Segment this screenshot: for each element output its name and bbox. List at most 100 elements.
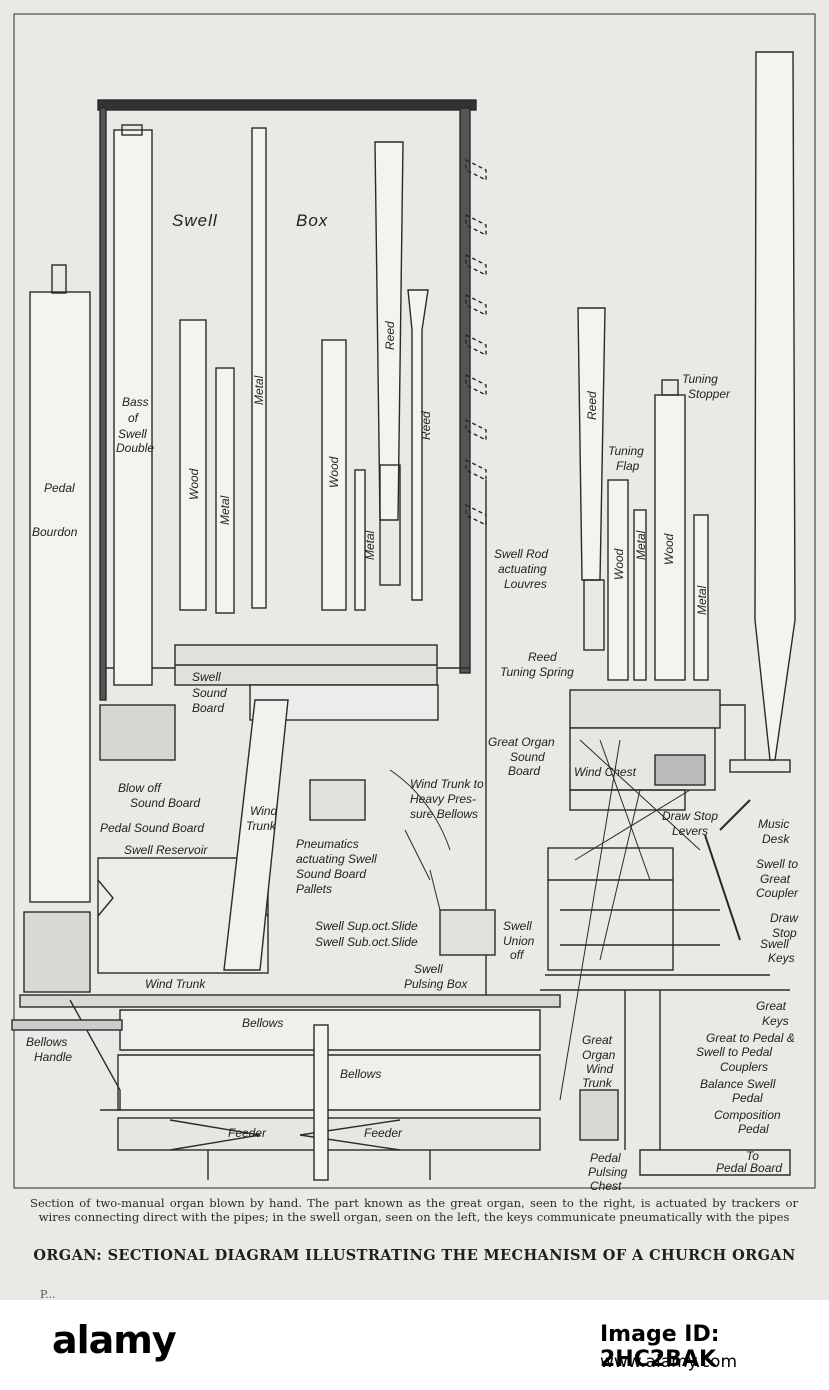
pipe-swell-reed-2 <box>407 289 429 601</box>
label-tuning-stopper-1: Tuning <box>682 372 718 386</box>
pipe-great-wood-2 <box>654 394 686 681</box>
label-bellows-handle-2: Handle <box>34 1050 72 1064</box>
label-wind-chest: Wind Chest <box>574 765 637 779</box>
label-swell-pulsing-2: Pulsing Box <box>404 977 468 991</box>
label-pneumatics-2: actuating Swell <box>296 852 377 866</box>
label-swell-sup-oct: Swell Sup.oct.Slide <box>315 919 418 933</box>
label-composition-1: Composition <box>714 1108 781 1122</box>
label-music-desk-1: Music <box>758 817 789 831</box>
louvres <box>465 158 487 527</box>
pipe-swell-metal-2 <box>251 127 267 609</box>
label-swell-union-2: Union <box>503 934 535 948</box>
label-great-organ-wt-1: Great <box>582 1033 613 1047</box>
pipe-great-tall <box>754 51 796 761</box>
trackers <box>559 739 701 1101</box>
pipe-swell-metal-3 <box>354 469 366 611</box>
label-draw-stop-levers-2: Levers <box>672 824 708 838</box>
label-pneumatics-3: Sound Board <box>296 867 366 881</box>
swell-box-left-wall <box>99 107 107 701</box>
label-balance-swell-2: Pedal <box>732 1091 763 1105</box>
pipe-swell-reed-1 <box>374 141 404 521</box>
label-swell-wood-2: Wood <box>327 456 341 488</box>
label-blow-off-2: Sound Board <box>130 796 200 810</box>
pipe-great-wood-1 <box>607 479 629 681</box>
label-tuning-flap-2: Flap <box>616 459 640 473</box>
label-pedal-pulsing-1: Pedal <box>590 1151 621 1165</box>
label-bellows-upper: Bellows <box>242 1016 283 1030</box>
pedal-bourdon-box <box>23 911 91 993</box>
pneumatic-tubes <box>389 769 451 911</box>
label-swell-keys-2: Keys <box>768 951 795 965</box>
pipe-swell-wood-1 <box>179 319 207 611</box>
figure-frame <box>13 13 816 1189</box>
label-swell-sub-oct: Swell Sub.oct.Slide <box>315 935 418 949</box>
label-feeder-1: Feeder <box>228 1126 267 1140</box>
figure-caption: Section of two-manual organ blown by han… <box>30 1196 798 1224</box>
pipe-pedal-bourdon <box>29 291 91 903</box>
console-frame <box>547 847 674 971</box>
label-great-reed: Reed <box>585 391 599 420</box>
swell-box-top <box>97 99 477 111</box>
label-great-metal-2: Metal <box>695 585 709 615</box>
label-wind-trunk-b: Wind Trunk <box>145 977 206 991</box>
label-swell-double-2: Double <box>116 441 154 455</box>
label-of: of <box>128 411 140 425</box>
label-great-to-pedal-1: Great to Pedal & <box>706 1031 795 1045</box>
label-swell-double-1: Swell <box>118 427 147 441</box>
pipe-bass-of-swell-double <box>113 129 153 686</box>
wind-trunk-diagonal <box>223 699 289 971</box>
label-wind-trunk-a-1: Wind <box>250 804 278 818</box>
label-swell-metal-3: Metal <box>363 530 377 560</box>
label-great-to-pedal-2: Swell to Pedal <box>696 1045 772 1059</box>
organ-section-diagram: Swell Box Pedal Bourdon Bass of Swell Do… <box>11 13 816 1193</box>
bellows <box>119 1009 541 1051</box>
swell-box-right-wall <box>459 107 471 674</box>
label-swell-union-1: Swell <box>503 919 532 933</box>
label-great-sound-board-2: Sound <box>510 750 545 764</box>
label-reed-tuning-spring-1: Reed <box>528 650 557 664</box>
bellows-lower <box>117 1054 541 1111</box>
label-to-pedal-board-1: To <box>746 1149 759 1163</box>
page-foot-text: P... <box>40 1288 56 1301</box>
label-swell-to-great-3: Coupler <box>756 886 799 900</box>
pipe-great-reed <box>577 307 606 581</box>
label-swell-wood-1: Wood <box>187 468 201 500</box>
label-great-sound-board-1: Great Organ <box>488 735 555 749</box>
label-pedal: Pedal <box>44 481 75 495</box>
great-organ-sound-board <box>569 689 721 729</box>
pedal-board <box>639 1149 791 1176</box>
label-great-organ-wt-2: Organ <box>582 1048 616 1062</box>
label-swell-sound-board-2: Sound <box>192 686 227 700</box>
label-swell-union-3: off <box>510 948 525 962</box>
pipe-great-metal-2 <box>693 514 709 681</box>
label-wind-trunk-heavy-2: Heavy Pres- <box>410 792 476 806</box>
label-swell-reservoir: Swell Reservoir <box>124 843 208 857</box>
label-composition-2: Pedal <box>738 1122 769 1136</box>
label-wind-trunk-a-2: Trunk <box>246 819 277 833</box>
swell-pulsing-box <box>439 909 496 956</box>
label-feeder-2: Feeder <box>364 1126 403 1140</box>
label-draw-stop-1: Draw <box>770 911 799 925</box>
label-swell-sound-board-1: Swell <box>192 670 221 684</box>
label-great-organ-wt-4: Trunk <box>582 1076 613 1090</box>
label-pedal-sound-board: Pedal Sound Board <box>100 821 204 835</box>
label-swell-sound-board-3: Board <box>192 701 224 715</box>
label-great-metal-1: Metal <box>634 530 648 560</box>
swell-box-label-swell: Swell <box>172 211 218 230</box>
label-great-to-pedal-3: Couplers <box>720 1060 768 1074</box>
music-desk <box>704 799 751 941</box>
label-swell-pulsing-1: Swell <box>414 962 443 976</box>
label-swell-rod-3: Louvres <box>504 577 547 591</box>
watermark-url: www.alamy.com <box>600 1352 738 1372</box>
label-swell-to-great-2: Great <box>760 872 791 886</box>
label-swell-rod-1: Swell Rod <box>494 547 548 561</box>
label-reed-tuning-spring-2: Tuning Spring <box>500 665 574 679</box>
label-great-wood-2: Wood <box>662 533 676 565</box>
swell-box-label-box: Box <box>296 211 328 230</box>
label-swell-reed-2: Reed <box>419 411 433 440</box>
bellows-board <box>19 994 561 1008</box>
label-great-keys-2: Keys <box>762 1014 789 1028</box>
label-music-desk-2: Desk <box>762 832 790 846</box>
label-wind-trunk-heavy-1: Wind Trunk to <box>410 777 484 791</box>
label-bourdon: Bourdon <box>32 525 78 539</box>
